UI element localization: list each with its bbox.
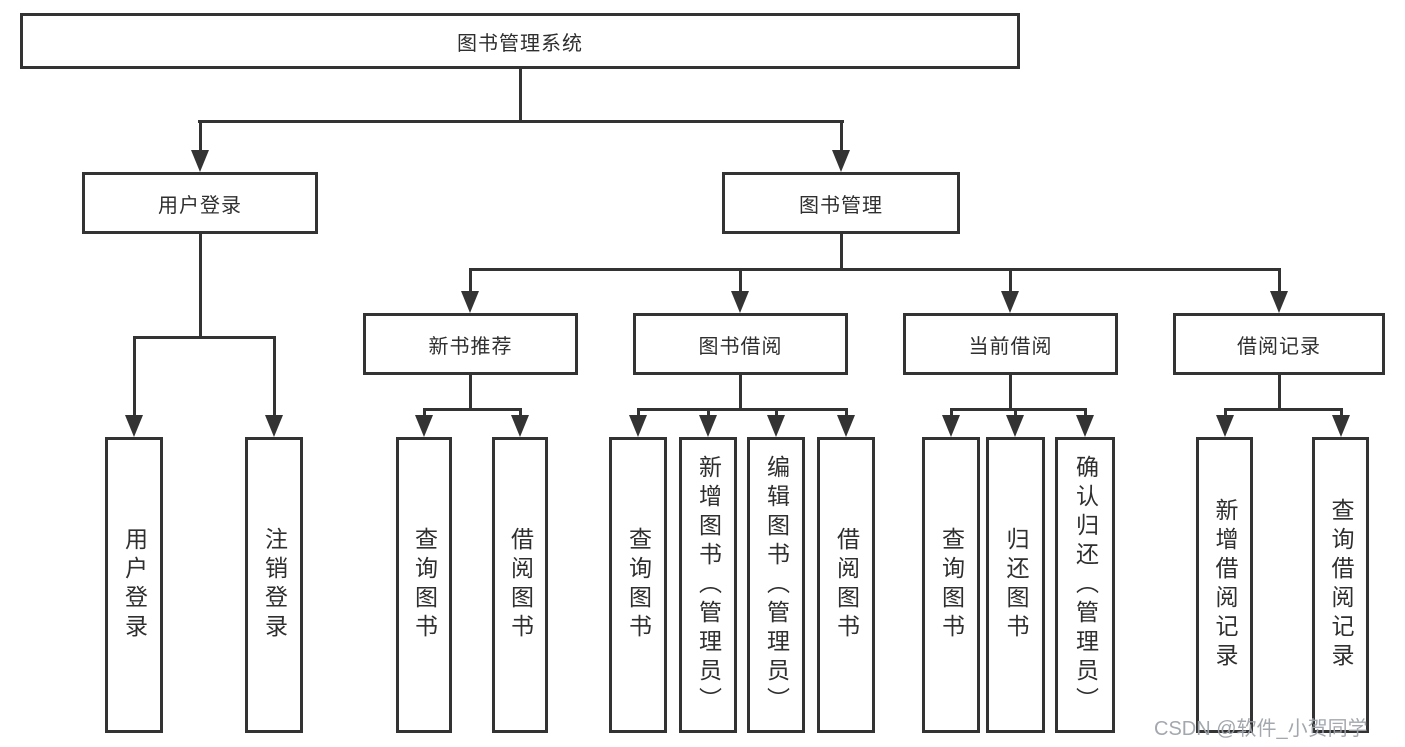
edge-arrowhead — [1332, 415, 1350, 437]
edge-line — [133, 336, 136, 420]
leaf-user-login: 用户登录 — [105, 437, 163, 733]
edge-line — [845, 408, 848, 420]
node-book-management-label: 图书管理 — [799, 194, 883, 217]
edge-line — [1084, 408, 1087, 420]
leaf-query-books-3: 查询图书 — [922, 437, 980, 733]
edge-line — [273, 336, 276, 420]
node-root: 图书管理系统 — [20, 13, 1020, 69]
leaf-borrow-books-1: 借阅图书 — [492, 437, 548, 733]
edge-arrowhead — [461, 291, 479, 313]
edge-line — [950, 408, 1087, 411]
leaf-add-book-admin: 新增图书（管理员） — [679, 437, 737, 733]
leaf-borrow-books-2: 借阅图书 — [817, 437, 875, 733]
leaf-user-login-label: 用户登录 — [121, 527, 148, 643]
node-current-borrow-label: 当前借阅 — [968, 335, 1053, 358]
edge-arrowhead — [629, 415, 647, 437]
edge-line — [739, 268, 742, 296]
edge-line — [840, 232, 843, 271]
edge-arrowhead — [837, 415, 855, 437]
node-book-borrow-label: 图书借阅 — [698, 335, 783, 358]
leaf-add-borrow-record-label: 新增借阅记录 — [1212, 498, 1238, 672]
node-borrow-records-label: 借阅记录 — [1237, 335, 1321, 358]
node-book-management: 图书管理 — [722, 172, 960, 234]
leaf-logout: 注销登录 — [245, 437, 303, 733]
edge-line — [1224, 408, 1343, 411]
edge-line — [423, 408, 426, 420]
edge-line — [1278, 268, 1281, 296]
edge-arrowhead — [699, 415, 717, 437]
node-borrow-records: 借阅记录 — [1173, 313, 1385, 375]
edge-line — [469, 373, 472, 411]
edge-line — [707, 408, 710, 420]
leaf-logout-label: 注销登录 — [261, 527, 288, 643]
edge-arrowhead — [1216, 415, 1234, 437]
edge-line — [469, 268, 1281, 271]
leaf-query-books-2-label: 查询图书 — [625, 527, 652, 643]
edge-arrowhead — [1270, 291, 1288, 313]
leaf-borrow-books-1-label: 借阅图书 — [507, 527, 534, 643]
leaf-add-borrow-record: 新增借阅记录 — [1196, 437, 1253, 733]
edge-line — [637, 408, 848, 411]
edge-line — [519, 66, 522, 123]
edge-arrowhead — [265, 415, 283, 437]
leaf-return-book-label: 归还图书 — [1003, 527, 1029, 643]
leaf-query-books-2: 查询图书 — [609, 437, 667, 733]
node-new-book-recommend: 新书推荐 — [363, 313, 578, 375]
node-current-borrow: 当前借阅 — [903, 313, 1118, 375]
edge-arrowhead — [1001, 291, 1019, 313]
edge-line — [637, 408, 640, 420]
edge-line — [133, 336, 276, 339]
edge-arrowhead — [731, 291, 749, 313]
edge-line — [1009, 268, 1012, 296]
edge-line — [840, 120, 843, 155]
edge-line — [423, 408, 522, 411]
leaf-query-books-1-label: 查询图书 — [411, 527, 438, 643]
node-book-borrow: 图书借阅 — [633, 313, 848, 375]
leaf-return-book: 归还图书 — [986, 437, 1045, 733]
edge-arrowhead — [832, 150, 850, 172]
edge-line — [739, 373, 742, 411]
edge-line — [1009, 373, 1012, 411]
edge-line — [775, 408, 778, 420]
edge-arrowhead — [125, 415, 143, 437]
edge-line — [1224, 408, 1227, 420]
edge-arrowhead — [767, 415, 785, 437]
edge-line — [1278, 373, 1281, 411]
leaf-query-borrow-record: 查询借阅记录 — [1312, 437, 1369, 733]
leaf-confirm-return-admin: 确认归还（管理员） — [1055, 437, 1115, 733]
leaf-confirm-return-admin-label: 确认归还（管理员） — [1072, 454, 1099, 716]
csdn-watermark: CSDN @软件_小贺同学 — [1154, 718, 1368, 740]
leaf-query-borrow-record-label: 查询借阅记录 — [1328, 498, 1354, 672]
edge-arrowhead — [942, 415, 960, 437]
edge-line — [1340, 408, 1343, 420]
edge-line — [469, 268, 472, 296]
node-user-login-label: 用户登录 — [158, 194, 242, 217]
edge-arrowhead — [511, 415, 529, 437]
edge-arrowhead — [1076, 415, 1094, 437]
edge-line — [1014, 408, 1017, 420]
leaf-add-book-admin-label: 新增图书（管理员） — [695, 454, 722, 716]
leaf-borrow-books-2-label: 借阅图书 — [833, 527, 860, 643]
leaf-query-books-1: 查询图书 — [396, 437, 452, 733]
node-root-label: 图书管理系统 — [457, 32, 583, 55]
leaf-edit-book-admin-label: 编辑图书（管理员） — [763, 454, 790, 716]
edge-line — [198, 120, 844, 123]
node-new-book-recommend-label: 新书推荐 — [428, 335, 513, 358]
edge-arrowhead — [415, 415, 433, 437]
node-user-login: 用户登录 — [82, 172, 318, 234]
leaf-query-books-3-label: 查询图书 — [938, 527, 965, 643]
edge-line — [519, 408, 522, 420]
edge-line — [950, 408, 953, 420]
edge-line — [199, 120, 202, 155]
edge-arrowhead — [1006, 415, 1024, 437]
edge-arrowhead — [191, 150, 209, 172]
edge-line — [199, 232, 202, 339]
leaf-edit-book-admin: 编辑图书（管理员） — [747, 437, 805, 733]
